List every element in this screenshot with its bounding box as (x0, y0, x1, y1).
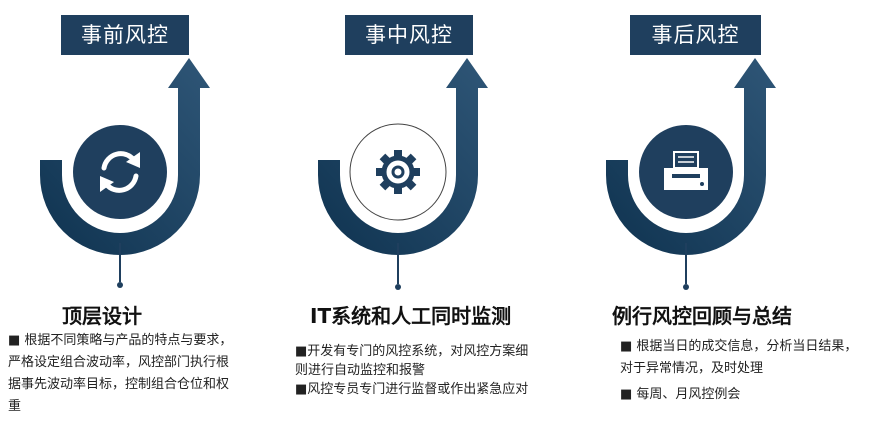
connector-dot (117, 282, 123, 288)
refresh-arrows-icon (101, 151, 139, 193)
stage-title: 例行风控回顾与总结 (612, 304, 792, 328)
curved-arrow (606, 58, 776, 290)
printer-icon (664, 151, 708, 190)
arc-shape (318, 58, 488, 255)
icon-circle (73, 125, 167, 219)
description-item: ■风控专员专门进行监督或作出紧急应对 (295, 382, 529, 397)
stage-description: ■ 根据不同策略与产品的特点与要求，严格设定组合波动率，风控部门执行根据事先波动… (8, 330, 240, 418)
phase-label: 事前风控 (61, 15, 189, 55)
description-item: ■ 根据不同策略与产品的特点与要求，严格设定组合波动率，风控部门执行根据事先波动… (8, 333, 233, 414)
stage-pre-risk: 事前风控 顶层设计 ■ 根据不同策略与产品的特点与要求，严格设定组合波动率，风控… (0, 0, 290, 427)
arc-shape (40, 58, 210, 255)
stage-title: IT系统和人工同时监测 (310, 304, 512, 328)
stage-in-risk: 事中风控 IT系统和人工同时监测 (290, 0, 580, 427)
connector-dot (395, 284, 401, 290)
arc-shape (606, 58, 776, 255)
phase-label: 事后风控 (630, 15, 761, 55)
description-item: ■ 每周、月风控例会 (620, 387, 741, 402)
stage-post-risk: 事后风控 例行风控回顾与总结 ■ 根据当日的成交信息，分析当日结果，对于异常情况… (580, 0, 870, 427)
connector-dot (683, 284, 689, 290)
stage-description: ■开发有专门的风控系统，对风控方案细则进行自动监控和报警 ■风控专员专门进行监督… (295, 342, 540, 399)
stage-description: ■ 根据当日的成交信息，分析当日结果，对于异常情况，及时处理 ■ 每周、月风控例… (620, 336, 870, 410)
description-item: ■开发有专门的风控系统，对风控方案细则进行自动监控和报警 (295, 344, 529, 378)
phase-label: 事中风控 (345, 15, 473, 55)
curved-arrow (318, 58, 488, 290)
icon-circle (349, 123, 447, 221)
curved-arrow (40, 58, 210, 288)
description-item: ■ 根据当日的成交信息，分析当日结果，对于异常情况，及时处理 (620, 339, 858, 376)
stage-title: 顶层设计 (62, 304, 142, 328)
gear-icon (376, 150, 420, 194)
